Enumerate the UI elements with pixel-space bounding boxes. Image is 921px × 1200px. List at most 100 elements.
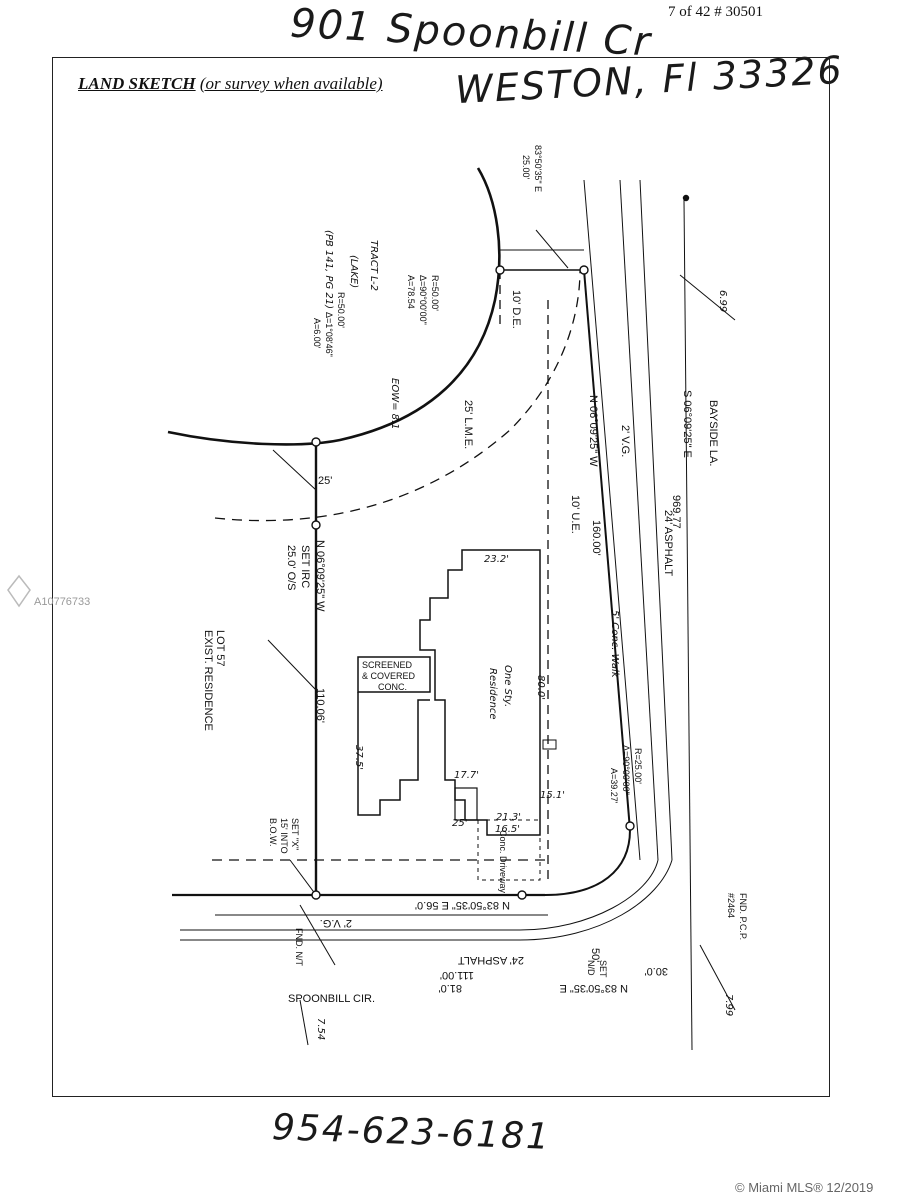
label-b-177: 17.7' [454, 770, 479, 781]
leader-d [299, 904, 336, 966]
label-east-line: N 06°09'25" W [587, 395, 599, 467]
label-top-length: 25.00' [521, 155, 531, 180]
label-south-line: N 83°50'35" E 56.0' [415, 899, 510, 911]
label-b-25: 25' [452, 818, 467, 829]
screened-area-outline [357, 656, 431, 693]
leader-f [679, 274, 736, 321]
label-eow: EOW= 8.1 [389, 378, 400, 430]
lake-boundary-arc [167, 167, 501, 446]
label-tract-3: (PB 141, PG 21) [323, 230, 334, 309]
label-arc1-r: R=50.00' [430, 275, 440, 311]
label-arc2-a: A=6.00' [312, 318, 322, 349]
survey-point-1 [311, 437, 321, 447]
label-corner-a: A=39.27' [609, 768, 619, 804]
patio-outline [357, 692, 430, 816]
listing-id: A10776733 [34, 596, 91, 608]
label-screened-2: & COVERED [362, 671, 416, 681]
label-arc1-d: Δ=90°00'00" [418, 275, 428, 325]
label-top-bearing: 83°50'35" E [533, 145, 543, 192]
label-arc2-d: Δ=1°08'46" [324, 312, 334, 357]
label-elev-699: 6.99 [717, 290, 728, 312]
label-bayside: BAYSIDE LA. [707, 400, 719, 466]
label-driveway: Conc. Driveway [498, 830, 508, 894]
label-b-375: 37.5' [353, 745, 364, 770]
bayside-edge-3 [639, 179, 673, 861]
bayside-edge-4 [683, 199, 693, 1051]
corner-curve-mid [180, 859, 659, 931]
label-ue: 10' U.E. [569, 495, 581, 534]
east-property-line [583, 269, 631, 831]
label-elev-799: 7.99 [723, 994, 734, 1016]
lme-dashed-arc [214, 269, 581, 522]
label-screened-1: SCREENED [362, 660, 413, 670]
bayside-edge-2 [619, 179, 659, 861]
sheet-title-sub: (or survey when available) [199, 74, 383, 93]
label-set-x-3: B.O.W. [268, 818, 278, 847]
survey-point-8 [682, 194, 690, 202]
mls-logo-icon [7, 574, 31, 608]
sheet-title-main: LAND SKETCH [78, 74, 196, 93]
label-residence-1: One Sty. [502, 665, 513, 707]
label-pcp-1: FND. P.C.P. [738, 893, 748, 940]
label-asphalt-right: 24' ASPHALT [662, 510, 674, 576]
label-screened-3: CONC. [378, 682, 407, 692]
label-residence-2: Residence [487, 668, 498, 720]
label-fnd-nt: FND. N/T [294, 928, 304, 966]
label-bayside-bearing: S 06°09'25" E [681, 390, 693, 458]
survey-point-2 [311, 520, 321, 530]
ac-pad [542, 739, 557, 750]
label-lme: 25' L.M.E. [462, 400, 474, 449]
label-tract-1: TRACT L-2 [368, 240, 379, 291]
label-lot57: LOT 57 [214, 630, 226, 667]
survey-point-7 [495, 265, 505, 275]
mls-watermark-logo [4, 572, 34, 617]
label-set-nd-1: SET [598, 960, 608, 978]
sketch-frame [52, 57, 830, 1097]
label-de: 10' D.E. [510, 290, 522, 329]
label-vg-right: 2' V.G. [619, 425, 631, 457]
label-dim-81: 81.0' [438, 982, 462, 994]
corner-curve-outer [180, 859, 673, 941]
label-set-irc: SET IRC [299, 545, 311, 588]
leader-c [289, 859, 317, 896]
label-arc1-a: A=78.54 [406, 275, 416, 309]
survey-point-5 [625, 821, 635, 831]
label-elev-754: 7.54 [315, 1018, 326, 1040]
survey-point-4 [517, 890, 527, 900]
residence-outline [419, 549, 541, 836]
label-dim-50: 50' [589, 948, 601, 962]
leader-h [299, 999, 309, 1046]
leader-b [267, 639, 317, 691]
bayside-edge-1 [583, 179, 641, 861]
label-b-165: 16.5' [495, 824, 520, 835]
label-exist-residence: EXIST. RESIDENCE [202, 630, 214, 731]
label-west-line: N 06°09'25" W [314, 540, 326, 612]
sheet-title: LAND SKETCH (or survey when available) [78, 74, 383, 94]
leader-g [535, 229, 569, 269]
label-tract-2: (LAKE) [348, 255, 359, 288]
label-west-25: 25' [318, 475, 332, 487]
label-set-x-1: SET "X" [290, 818, 300, 850]
label-corner-r: R=25.00' [633, 748, 643, 784]
label-b-213: 21.3' [496, 812, 521, 823]
label-bayside-length: 969.77 [670, 495, 682, 529]
label-asphalt-bottom: 24' ASPHALT [458, 954, 524, 966]
leader-a [272, 449, 317, 491]
label-west-length: 110.06' [314, 688, 326, 723]
label-spoonbill: SPOONBILL CIR. [288, 993, 375, 1005]
label-set-nd-2: N/D [586, 960, 596, 976]
label-road-bearing: N 83°50'35" E [559, 982, 628, 994]
driveway-outline [477, 819, 541, 881]
label-b-232: 23.2' [484, 554, 509, 565]
label-b-151: 15.1' [540, 790, 565, 801]
leader-e [699, 944, 736, 1011]
label-set-x-2: 15' INTO [279, 818, 289, 854]
mls-copyright: © Miami MLS® 12/2019 [735, 1180, 874, 1195]
label-walk: 5' Conc. Walk [609, 610, 620, 679]
page-number: 7 of 42 # 30501 [668, 4, 763, 20]
label-set-irc-os: 25.0' O/S [285, 545, 297, 591]
label-vg-bottom: 2' V.G. [320, 917, 352, 929]
label-dim-30: 30.0' [644, 965, 668, 977]
label-b-800: 80.0' [535, 675, 546, 700]
